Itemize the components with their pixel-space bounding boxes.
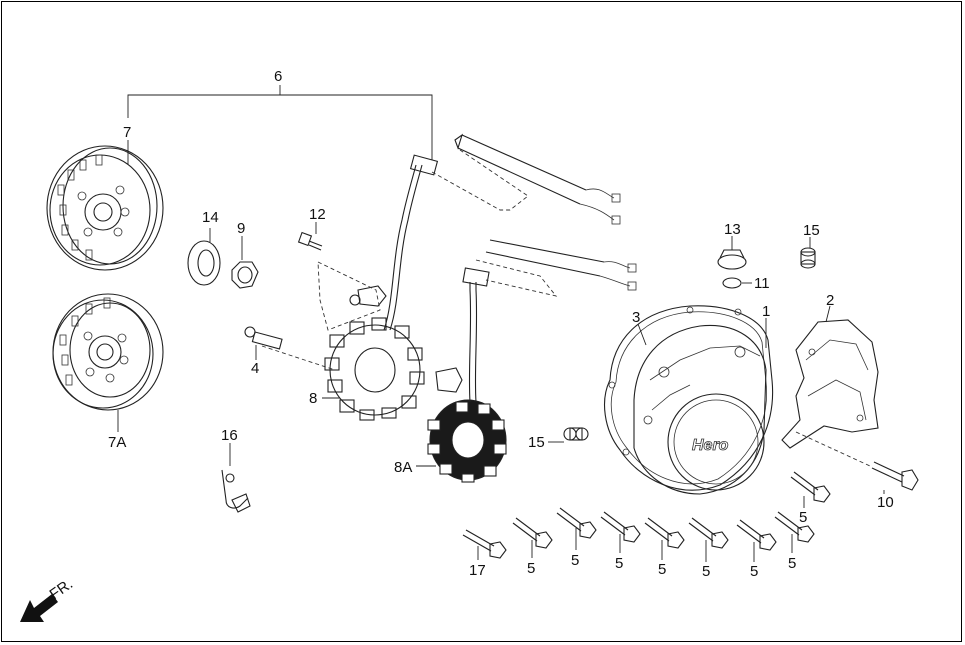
label-5-f: 5 [750,563,758,580]
bolt-icon-4[interactable] [244,326,283,350]
label-7: 7 [123,124,131,141]
bolt-icon-5a[interactable] [512,517,553,549]
label-11: 11 [754,275,770,292]
wire-clamp-icon[interactable] [221,469,251,513]
bolt-icon-5e[interactable] [688,517,729,549]
o-ring-icon[interactable] [722,277,742,289]
label-3: 3 [632,309,640,326]
dowel-pin-icon-lower[interactable] [563,427,589,441]
label-9: 9 [237,220,245,237]
dash-guide-4 [261,345,336,371]
bolt-icon-17[interactable] [462,529,507,559]
washer-icon[interactable] [187,240,221,286]
direction-arrow-icon [20,594,58,622]
leader-2 [825,305,831,323]
bolt-icon-5f[interactable] [736,519,777,551]
label-8: 8 [309,390,317,407]
stator-alt-icon[interactable] [427,267,507,483]
filler-plug-icon[interactable] [717,249,747,270]
label-4: 4 [251,360,259,377]
dowel-pin-icon-upper[interactable] [800,247,816,269]
crankcase-cover-icon[interactable]: Hero [633,324,767,495]
label-8a: 8A [394,459,412,476]
label-5-c: 5 [615,555,623,572]
label-15-lower: 15 [528,434,545,451]
bolt-icon-5b[interactable] [556,507,597,539]
label-14: 14 [202,209,219,226]
leader-3 [637,323,647,346]
label-7a: 7A [108,434,126,451]
bolt-icon-5g[interactable] [774,511,815,543]
sprocket-cover-icon[interactable] [781,319,879,449]
label-12: 12 [309,206,326,223]
label-16: 16 [221,427,238,444]
label-15-upper: 15 [803,222,820,239]
label-1: 1 [762,303,770,320]
label-10: 10 [877,494,894,511]
group-bracket-6 [127,85,433,160]
label-5-h: 5 [799,509,807,526]
wire-harness-icon [431,133,621,225]
flywheel-alt-icon[interactable] [52,293,164,411]
bolt-icon-5h[interactable] [790,471,831,503]
stator-icon[interactable] [324,154,439,421]
bolt-icon-5d[interactable] [644,517,685,549]
label-5-g: 5 [788,555,796,572]
brand-mark: Hero [692,437,729,454]
dash-guide-12 [317,261,381,331]
label-5-b: 5 [571,552,579,569]
flywheel-icon[interactable] [46,145,164,271]
label-5-a: 5 [527,560,535,577]
label-5-d: 5 [658,561,666,578]
label-13: 13 [724,221,741,238]
label-6: 6 [274,68,282,85]
wire-harness-alt-icon [475,239,637,297]
bolt-icon-10[interactable] [871,461,919,491]
gasket-icon[interactable] [604,305,774,491]
label-5-e: 5 [702,563,710,580]
nut-icon[interactable] [231,261,259,289]
bolt-icon-5c[interactable] [600,511,641,543]
label-2: 2 [826,292,834,309]
label-17: 17 [469,562,486,579]
bolt-icon-12[interactable] [297,231,323,251]
